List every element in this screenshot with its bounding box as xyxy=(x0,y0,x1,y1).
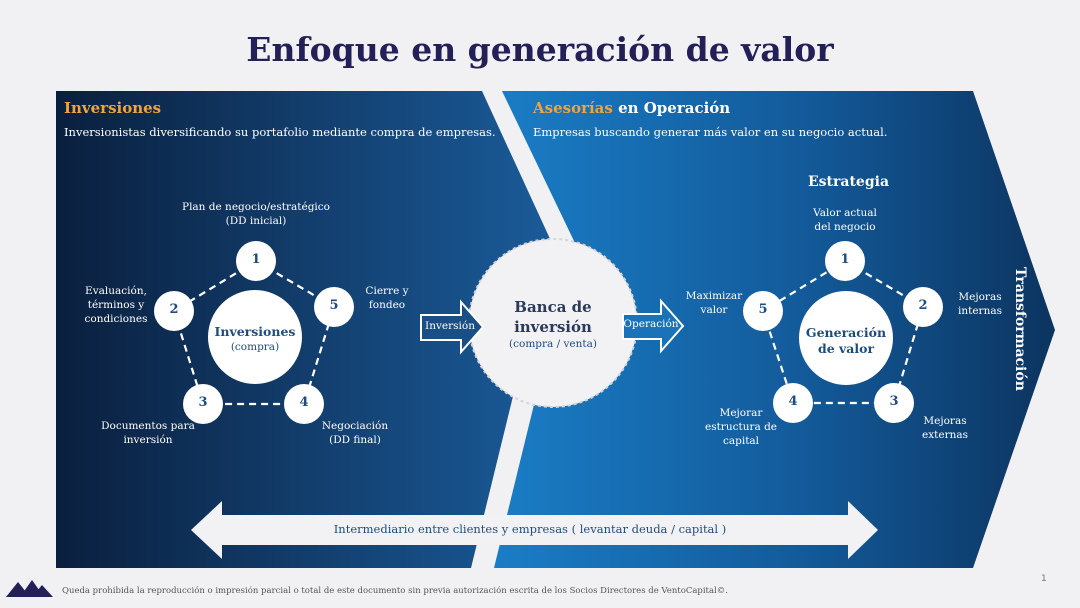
right-step-label-2-line-2: internas xyxy=(958,305,1002,318)
right-heading: Asesorías en Operación xyxy=(533,99,730,117)
right-heading-accent: Asesorías xyxy=(533,99,613,117)
right-step-circle-1 xyxy=(825,241,865,281)
right-step-label-3: Mejoras externas xyxy=(913,414,977,442)
left-step-label-3: Documentos para inversión xyxy=(98,419,198,447)
left-center-subtitle: (compra) xyxy=(230,341,280,353)
page-number: 1 xyxy=(1041,574,1047,584)
right-step-number-1: 1 xyxy=(840,252,850,267)
left-heading: Inversiones xyxy=(64,99,162,117)
left-panel-bg xyxy=(56,91,551,568)
left-step-label-3-line-1: Documentos para xyxy=(101,420,195,432)
right-step-number-2: 2 xyxy=(918,298,928,313)
right-center-title-line-1: Generación xyxy=(805,325,887,340)
company-logo xyxy=(6,580,53,597)
right-heading-rest: en Operación xyxy=(612,99,731,117)
right-step-label-5: Maximizar valor xyxy=(682,289,746,317)
banca-title-line-2: inversión xyxy=(514,317,592,336)
right-step-label-4-line-3: capital xyxy=(722,435,760,448)
left-step-label-5-line-2: fondeo xyxy=(368,299,406,312)
left-step-label-1-line-2: (DD inicial) xyxy=(225,215,287,228)
banca-subtitle: (compra / venta) xyxy=(509,338,597,350)
right-subtitle: Empresas buscando generar más valor en s… xyxy=(533,125,888,139)
right-step-number-5: 5 xyxy=(758,302,768,317)
right-step-label-4-line-2: estructura de xyxy=(704,421,778,434)
left-step-circle-2 xyxy=(154,291,194,331)
estrategia-title: Estrategia xyxy=(808,174,890,190)
right-panel-bg xyxy=(494,91,1055,568)
left-step-circle-1 xyxy=(236,241,276,281)
left-step-label-2-line-3: condiciones xyxy=(84,313,148,326)
left-step-label-1: Plan de negocio/estratégico (DD inicial) xyxy=(166,200,346,228)
right-step-label-1: Valor actual del negocio xyxy=(800,206,890,234)
left-step-label-2-line-1: Evaluación, xyxy=(85,285,147,297)
left-step-label-4-line-2: (DD final) xyxy=(329,434,381,447)
right-center-circle xyxy=(799,291,893,385)
left-step-label-2: Evaluación, términos y condiciones xyxy=(76,284,156,327)
left-step-number-2: 2 xyxy=(169,302,179,317)
right-step-label-1-line-1: Valor actual xyxy=(813,207,877,219)
left-step-label-5: Cierre y fondeo xyxy=(357,284,417,312)
left-step-number-4: 4 xyxy=(299,395,309,410)
right-step-label-5-line-2: valor xyxy=(700,304,728,317)
banca-title-line-1: Banca de xyxy=(514,298,592,316)
left-step-label-4-line-1: Negociación xyxy=(321,420,389,432)
right-step-circle-2 xyxy=(903,287,943,327)
right-step-label-4-line-1: Mejorar xyxy=(719,407,763,419)
left-step-number-3: 3 xyxy=(198,395,208,410)
right-step-circle-4 xyxy=(773,383,813,423)
left-step-number-5: 5 xyxy=(329,298,339,313)
left-step-label-2-line-2: términos y xyxy=(87,299,145,312)
right-step-label-2-line-1: Mejoras xyxy=(958,291,1002,303)
operacion-arrow-label: Operación xyxy=(623,318,679,330)
right-step-label-4: Mejorar estructura de capital xyxy=(697,406,785,449)
left-step-label-4: Negociación (DD final) xyxy=(310,419,400,447)
transformacion-label: Transformación xyxy=(1012,267,1028,391)
left-center-circle xyxy=(208,290,302,384)
right-center-title: Generación de valor xyxy=(796,325,896,358)
right-step-number-4: 4 xyxy=(788,394,798,409)
right-step-circle-5 xyxy=(743,291,783,331)
operacion-arrow xyxy=(622,298,685,354)
left-step-circle-4 xyxy=(284,384,324,424)
page-title: Enfoque en generación de valor xyxy=(246,30,834,69)
right-step-label-1-line-2: del negocio xyxy=(814,221,876,234)
right-step-label-3-line-2: externas xyxy=(922,429,968,442)
inversion-arrow xyxy=(420,299,485,355)
left-step-label-1-line-1: Plan de negocio/estratégico xyxy=(182,201,330,213)
left-center-title: Inversiones xyxy=(214,324,296,339)
footer-disclaimer: Queda prohibida la reproducción o impres… xyxy=(62,586,728,596)
inversion-arrow-label: Inversión xyxy=(425,320,475,332)
right-center-title-line-2: de valor xyxy=(817,341,875,357)
bottom-double-arrow xyxy=(191,501,878,559)
right-step-label-2: Mejoras internas xyxy=(948,290,1012,318)
left-step-number-1: 1 xyxy=(251,252,261,267)
right-step-number-3: 3 xyxy=(889,394,899,409)
left-step-label-3-line-2: inversión xyxy=(123,434,173,447)
left-step-circle-5 xyxy=(314,287,354,327)
right-step-label-5-line-1: Maximizar xyxy=(685,290,743,302)
left-subtitle: Inversionistas diversificando su portafo… xyxy=(64,125,496,139)
left-step-circle-3 xyxy=(183,384,223,424)
right-step-label-3-line-1: Mejoras xyxy=(923,415,967,427)
left-step-label-5-line-1: Cierre y xyxy=(365,285,409,297)
right-step-circle-3 xyxy=(874,383,914,423)
bottom-arrow-label: Intermediario entre clientes y empresas … xyxy=(333,522,727,536)
banca-title: Banca de inversión xyxy=(493,298,613,337)
